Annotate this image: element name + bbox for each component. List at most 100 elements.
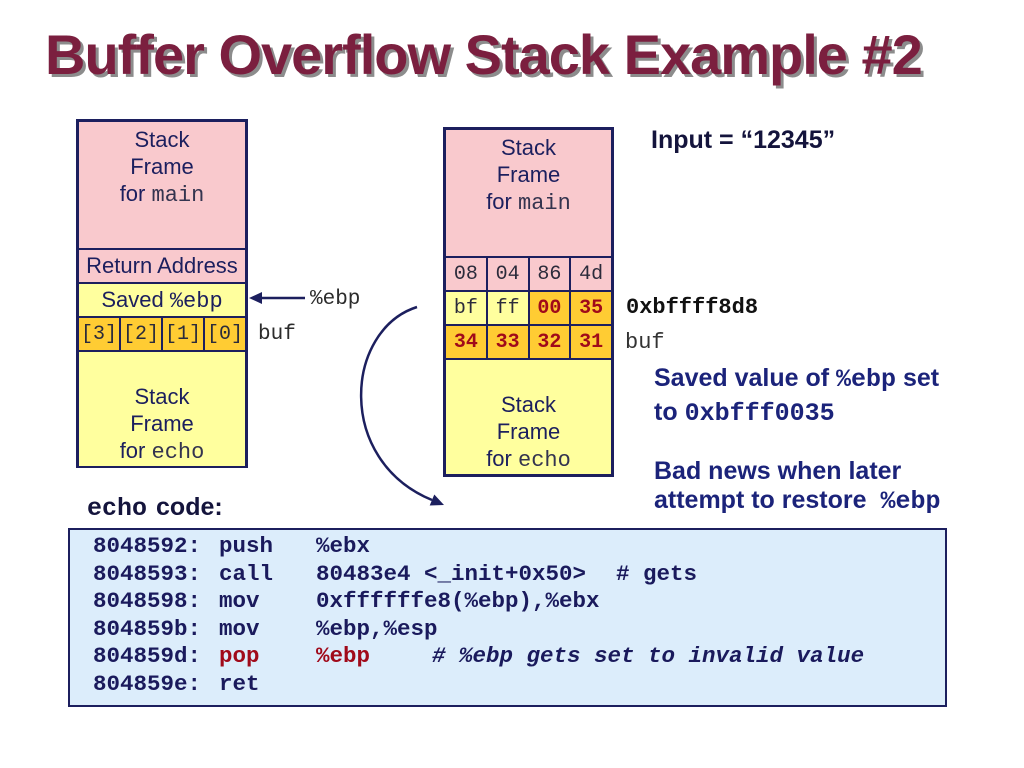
buf-cell: [1] xyxy=(161,318,203,350)
saved-ebp-bytes-row: bf ff 00 35 xyxy=(446,290,611,324)
restore-flow-arrow-curve xyxy=(359,305,433,502)
code-line: 804859e: ret xyxy=(70,671,945,699)
overwritten-byte-cell: 33 xyxy=(485,326,528,358)
code-mnemonic: pop xyxy=(219,643,260,670)
code-address: 8048598: xyxy=(93,588,202,615)
ebp-pointer-label: %ebp xyxy=(310,288,361,311)
main-stack-frame: Stack Frame for main xyxy=(446,130,611,256)
code-operands: 0xffffffe8(%ebp),%ebx xyxy=(316,588,600,615)
code-mnemonic: mov xyxy=(219,615,260,642)
note-line: Bad news when later xyxy=(654,457,902,485)
echo-stack-frame: Stack Frame for echo xyxy=(79,350,245,466)
disassembly-box: 8048592: push %ebx 8048593: call 80483e4… xyxy=(68,528,947,707)
restore-flow-arrowhead xyxy=(429,494,444,506)
byte-cell: 04 xyxy=(485,258,528,290)
frame-label-line: Stack xyxy=(500,392,557,417)
function-name: main xyxy=(518,191,571,216)
note-line: to 0xbfff0035 xyxy=(654,396,939,430)
note-text: Saved value of xyxy=(654,364,830,392)
echo-stack-frame: Stack Frame for echo xyxy=(446,358,611,474)
code-operands: %ebx xyxy=(316,533,371,559)
function-name: main xyxy=(151,183,205,208)
ebp-pointer-arrowhead xyxy=(249,292,262,304)
code-mnemonic: ret xyxy=(219,670,260,697)
note-register: %ebp xyxy=(836,365,897,394)
note-text: attempt to restore xyxy=(654,486,867,514)
code-address: 8048593: xyxy=(93,560,202,587)
note-register: %ebp xyxy=(880,487,941,516)
note-line: attempt to restore %ebp xyxy=(654,486,941,516)
code-heading-function: echo xyxy=(87,494,148,523)
note-text: to xyxy=(654,398,678,426)
note-value: 0xbfff0035 xyxy=(684,399,835,428)
frame-label-text: for xyxy=(119,181,146,206)
frame-label-line: Frame xyxy=(130,411,194,436)
frame-label-line: Frame xyxy=(496,419,561,444)
return-address-slot: Return Address xyxy=(79,248,245,282)
frame-label-text: for xyxy=(486,446,512,471)
overwritten-byte-cell: 32 xyxy=(527,326,570,358)
saved-ebp-slot: Saved %ebp xyxy=(79,282,245,316)
code-mnemonic: call xyxy=(219,560,274,587)
code-line-highlighted: 804859d: pop %ebp # %ebp gets set to inv… xyxy=(70,643,945,671)
saved-ebp-label: Saved %ebp xyxy=(101,287,222,314)
saved-value-note: Saved value of %ebp set to 0xbfff0035 xyxy=(654,362,939,430)
buf-cell: [3] xyxy=(79,318,119,350)
slide-title: Buffer Overflow Stack Example #2 xyxy=(45,23,923,86)
code-mnemonic: mov xyxy=(219,588,260,615)
overwritten-byte-cell: 35 xyxy=(569,292,611,324)
code-address: 804859d: xyxy=(93,643,202,670)
note-text: set xyxy=(903,364,940,392)
byte-cell: 08 xyxy=(453,262,478,286)
frame-label-line: Stack xyxy=(134,384,190,409)
overwritten-byte-cell: 31 xyxy=(569,326,611,358)
code-line: 8048598: mov 0xffffffe8(%ebp),%ebx xyxy=(70,588,945,616)
frame-label-line: Stack xyxy=(500,135,557,160)
buf-bytes-row: 34 33 32 31 xyxy=(446,324,611,358)
frame-label-line: for main xyxy=(79,180,245,209)
saved-ebp-address-label: 0xbffff8d8 xyxy=(626,295,759,320)
overwritten-byte-cell: 34 xyxy=(453,330,478,354)
input-note: Input = “12345” xyxy=(651,126,836,154)
frame-label-line: for main xyxy=(446,188,611,217)
function-name: echo xyxy=(151,440,205,465)
frame-label-line: Frame xyxy=(130,154,194,179)
overwritten-byte-cell: 00 xyxy=(527,292,570,324)
frame-label-line: for echo xyxy=(79,437,245,466)
frame-label-text: for xyxy=(486,189,512,214)
code-address: 804859e: xyxy=(93,670,202,697)
buf-label: buf xyxy=(258,323,296,346)
code-line: 8048593: call 80483e4 <_init+0x50> # get… xyxy=(70,561,945,589)
return-address-bytes-row: 08 04 86 4d xyxy=(446,256,611,290)
code-line: 8048592: push %ebx xyxy=(70,533,945,561)
byte-cell: 86 xyxy=(527,258,570,290)
byte-cell: 4d xyxy=(569,258,611,290)
frame-label-line: Stack xyxy=(134,127,190,152)
stack-diagram-layout: Stack Frame for main Return Address Save… xyxy=(76,119,248,468)
bad-news-note: Bad news when later attempt to restore %e… xyxy=(654,457,941,516)
saved-ebp-register: %ebp xyxy=(169,288,223,314)
saved-ebp-cell: Saved %ebp xyxy=(79,284,245,316)
frame-label-line: Frame xyxy=(496,162,561,187)
main-stack-frame: Stack Frame for main xyxy=(79,122,245,248)
code-line: 804859b: mov %ebp,%esp xyxy=(70,616,945,644)
byte-cell: ff xyxy=(485,292,528,324)
function-name: echo xyxy=(518,448,571,473)
buf-label: buf xyxy=(625,330,665,355)
code-heading: echo code: xyxy=(87,493,223,523)
frame-label-text: for xyxy=(119,438,146,463)
code-heading-text: code: xyxy=(156,493,223,521)
buf-cell: [2] xyxy=(119,318,161,350)
note-line: Saved value of %ebp set xyxy=(654,362,939,396)
byte-cell: bf xyxy=(453,296,478,320)
code-operands: %ebp xyxy=(316,643,371,670)
code-comment: # %ebp gets set to invalid value xyxy=(432,643,865,670)
code-mnemonic: push xyxy=(219,533,274,559)
code-comment: # gets xyxy=(616,560,698,587)
code-operands: 80483e4 <_init+0x50> xyxy=(316,560,587,587)
buf-cell: [0] xyxy=(203,318,245,350)
code-address: 8048592: xyxy=(93,533,202,559)
return-address-label: Return Address xyxy=(86,253,238,278)
frame-label-line: for echo xyxy=(446,445,611,474)
saved-ebp-text: Saved xyxy=(101,286,164,312)
